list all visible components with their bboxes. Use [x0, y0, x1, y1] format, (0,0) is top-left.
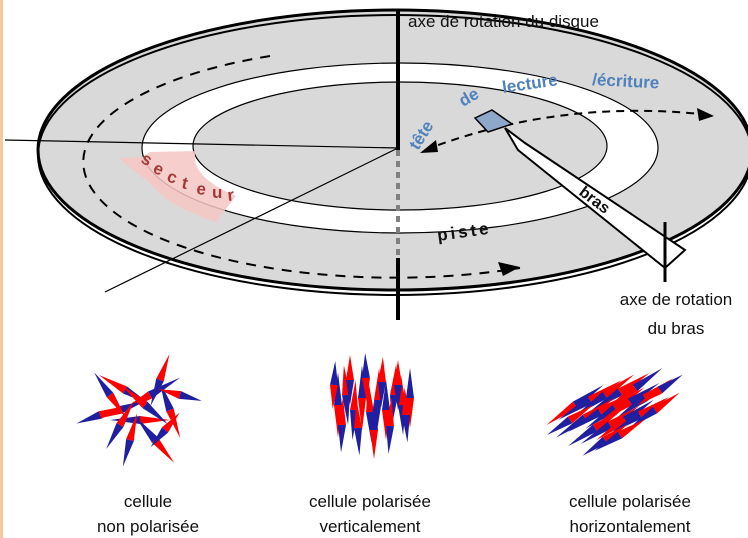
polarized-molecule	[150, 412, 180, 448]
arm[interactable]	[504, 127, 687, 270]
arm-axis-label-line2: du bras	[648, 319, 705, 338]
cell-caption-2-line1: cellule polarisée	[569, 492, 691, 511]
cell-non-polarized	[76, 354, 202, 467]
polarized-molecule	[362, 353, 370, 403]
head-arc-arrow-right	[697, 108, 714, 121]
head-label-ecriture: /écriture	[592, 70, 660, 92]
cell-vertical	[330, 353, 414, 459]
polarized-molecule	[546, 405, 594, 435]
head-arc	[424, 109, 711, 151]
polarized-molecule	[600, 382, 660, 422]
polarized-molecule	[590, 372, 650, 412]
polarized-molecule	[346, 355, 354, 405]
polarized-molecule	[582, 424, 628, 456]
polarized-molecule	[402, 387, 410, 443]
sector-label-letter: r	[226, 185, 235, 205]
polarized-molecule	[76, 406, 124, 424]
cell-caption-0-line2: non polarisée	[97, 517, 199, 536]
polarized-molecule	[94, 372, 126, 418]
arm-axis-label-line1: axe de rotation	[620, 290, 732, 309]
polarized-molecule	[568, 409, 622, 447]
sector-line-2	[104, 147, 399, 293]
polarized-molecule	[122, 385, 168, 425]
sector-track-overlay	[141, 151, 236, 222]
polarized-molecule	[594, 419, 646, 451]
polarized-molecule	[378, 357, 386, 407]
left-border	[0, 0, 3, 538]
sector-label-letter: t	[180, 173, 190, 193]
cell-caption-0-line1: cellule	[124, 492, 172, 511]
polarized-molecule	[370, 401, 378, 459]
cell-caption-1-line1: cellule polarisée	[309, 492, 431, 511]
sector-label-letter: e	[196, 179, 207, 199]
disk-outer-edge	[37, 14, 748, 296]
disk-axis-label: axe de rotation du disque	[408, 12, 599, 31]
track-arrow	[498, 262, 520, 276]
polarized-molecule	[386, 398, 394, 454]
cell-horizontal	[546, 368, 683, 456]
polarized-molecule	[135, 417, 175, 463]
polarized-molecule	[358, 365, 366, 431]
polarized-molecule	[106, 401, 134, 449]
polarized-molecule	[637, 374, 683, 406]
polarized-molecule	[338, 397, 346, 453]
polarized-molecule	[354, 400, 362, 456]
polarized-molecule	[630, 392, 680, 428]
sector-line-1	[4, 139, 399, 149]
read-write-head[interactable]	[473, 109, 514, 133]
polarized-molecule	[122, 413, 138, 467]
cell-caption-2-line2: horizontalement	[570, 517, 691, 536]
cell-caption-1-line2: verticalement	[319, 517, 420, 536]
polarized-molecule	[330, 361, 338, 409]
sector-label-letter: u	[212, 183, 222, 202]
polarized-molecule	[394, 360, 402, 410]
polarized-molecule	[334, 372, 342, 438]
polarized-molecule	[158, 389, 202, 401]
polarized-molecule	[150, 354, 170, 406]
head-arc-arrow-left	[420, 140, 438, 153]
